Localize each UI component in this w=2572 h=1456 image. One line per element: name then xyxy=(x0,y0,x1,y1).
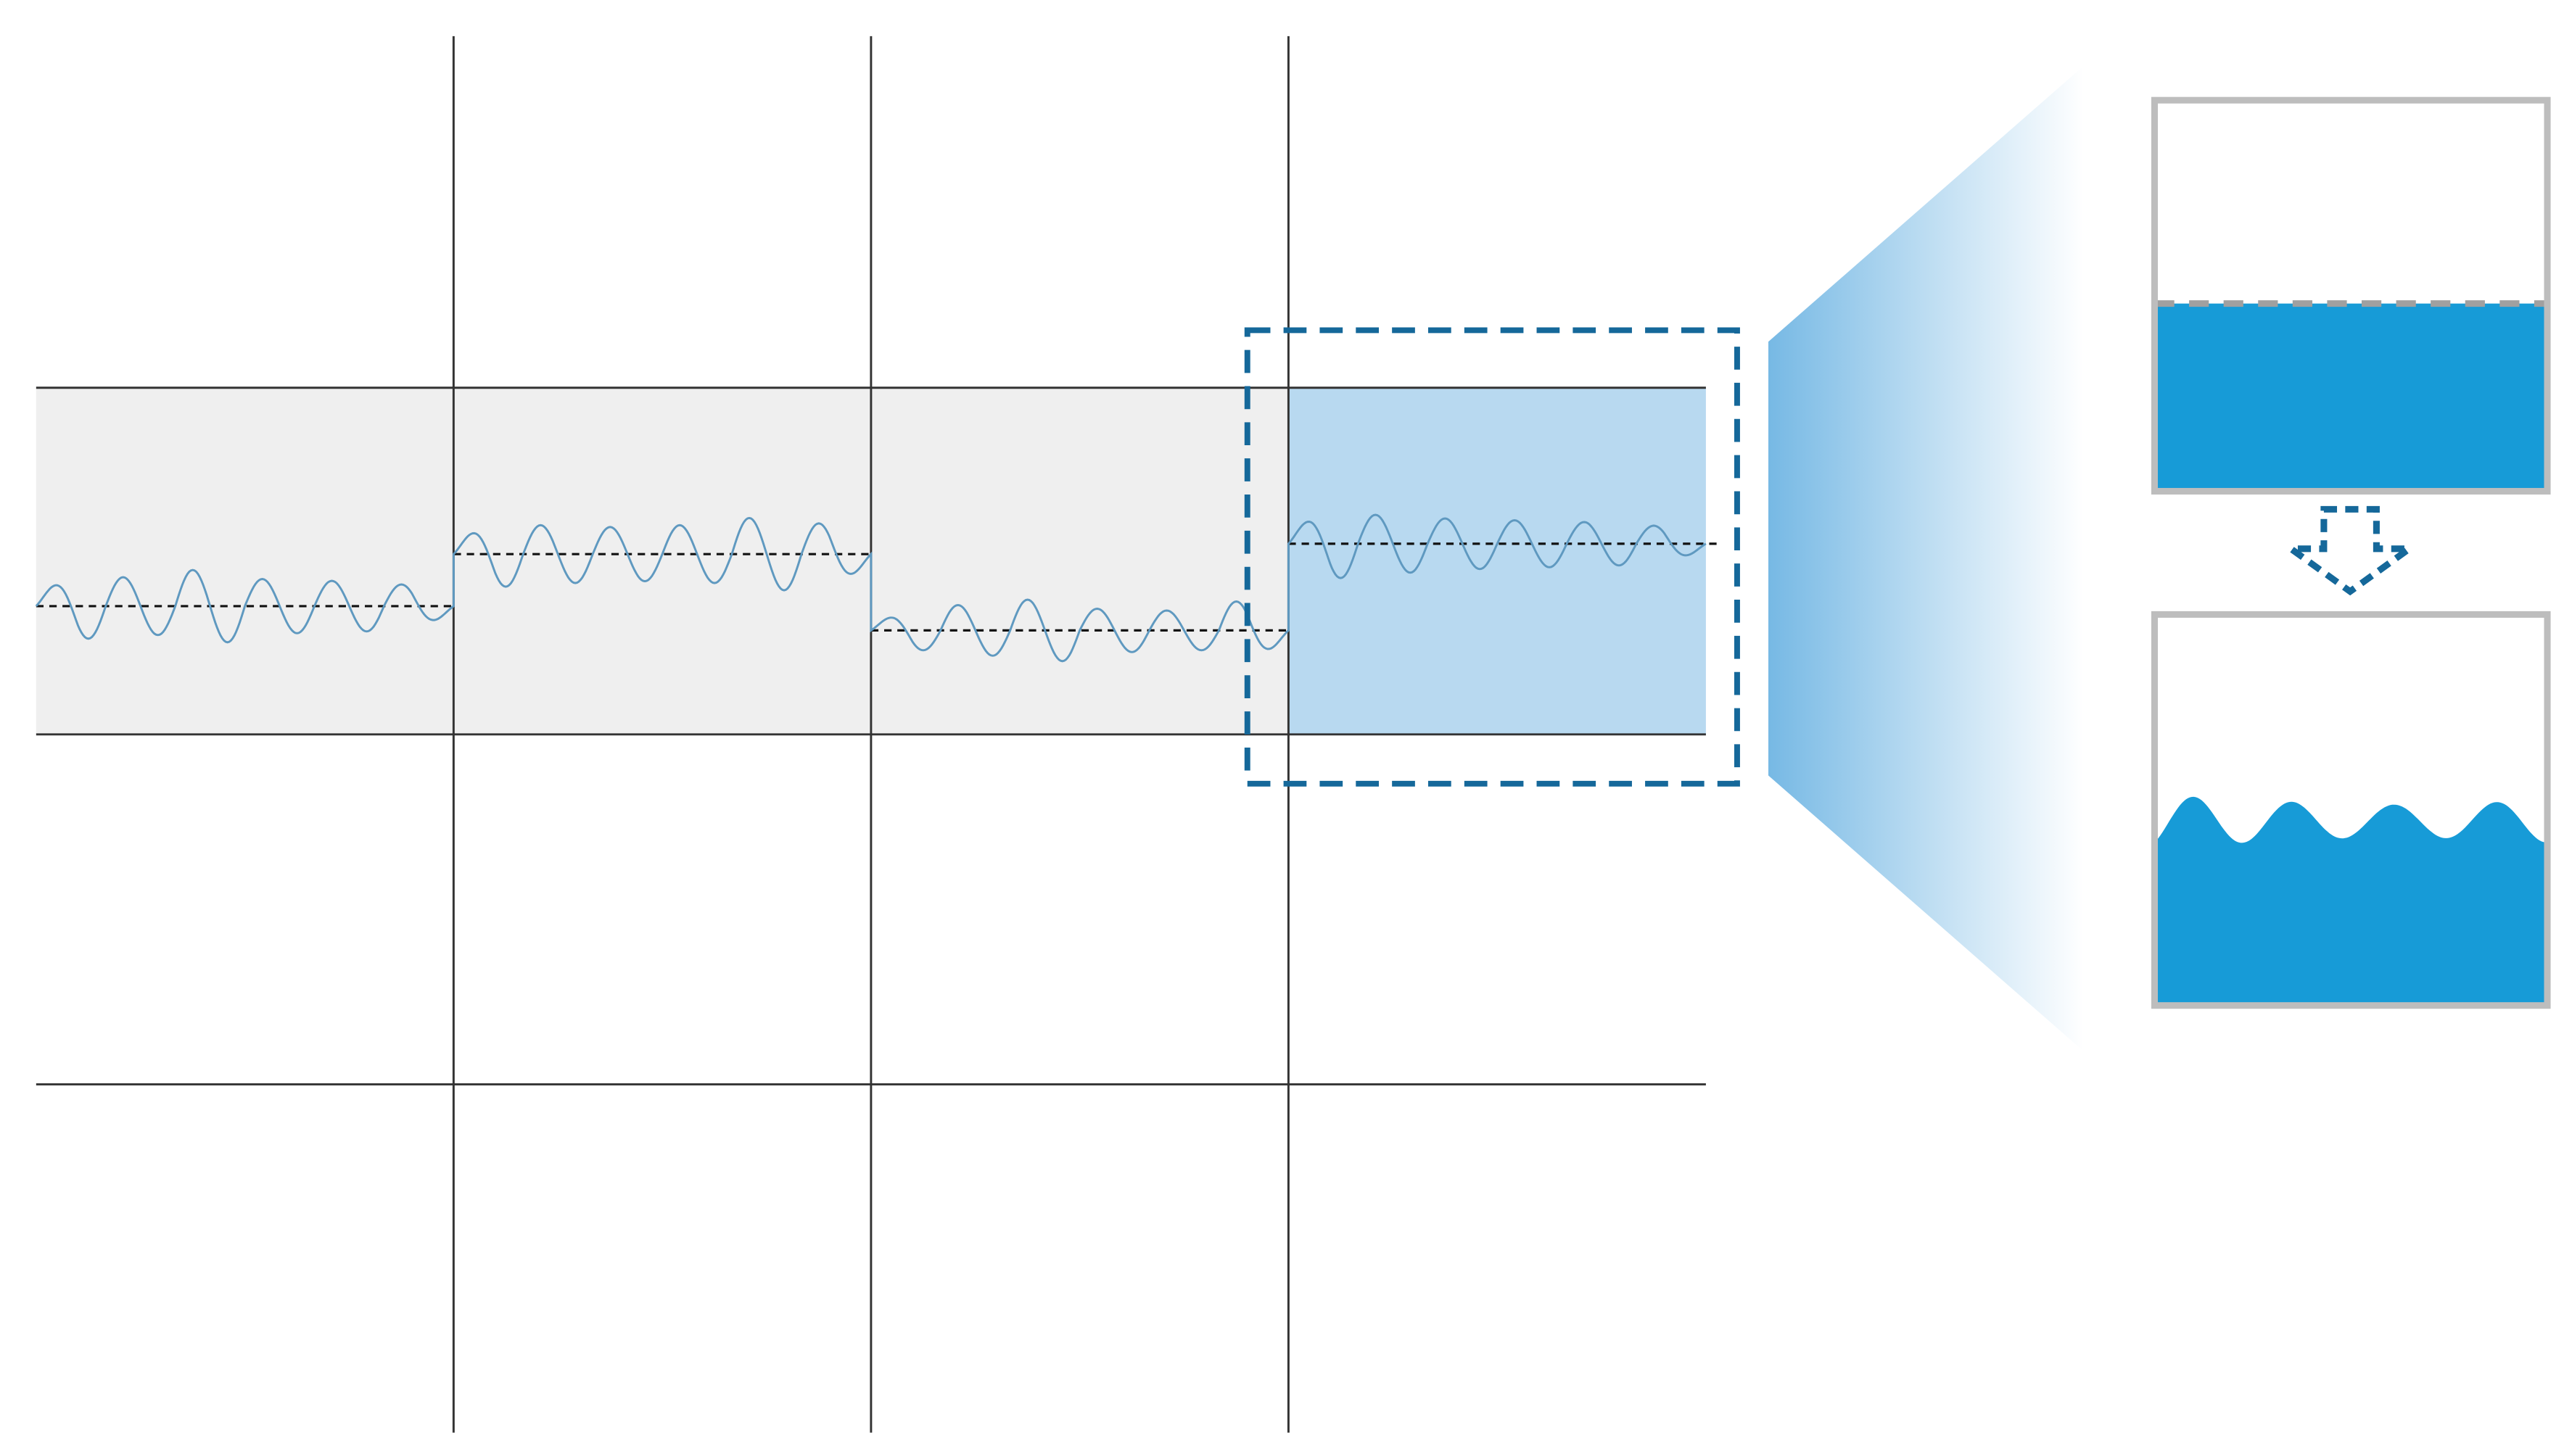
dashed-down-arrow-icon xyxy=(2280,505,2420,596)
zoom-group xyxy=(1244,65,2085,1052)
band-cell xyxy=(870,387,1289,735)
tank-frame xyxy=(2151,611,2551,1009)
wave-line xyxy=(35,513,1707,663)
wave-signal xyxy=(35,513,1707,663)
tank-water-flat xyxy=(2154,303,2548,492)
tank-water-wavy xyxy=(2154,796,2548,1006)
grid-lines xyxy=(36,36,1706,1433)
highlighted-cell xyxy=(1288,387,1706,735)
band-cell xyxy=(453,387,871,735)
band-cells xyxy=(36,387,1706,735)
band-cell xyxy=(36,387,454,735)
tank-group xyxy=(2151,96,2551,1009)
tank-frame xyxy=(2151,96,2551,495)
zoom-beam xyxy=(1768,65,2085,1052)
